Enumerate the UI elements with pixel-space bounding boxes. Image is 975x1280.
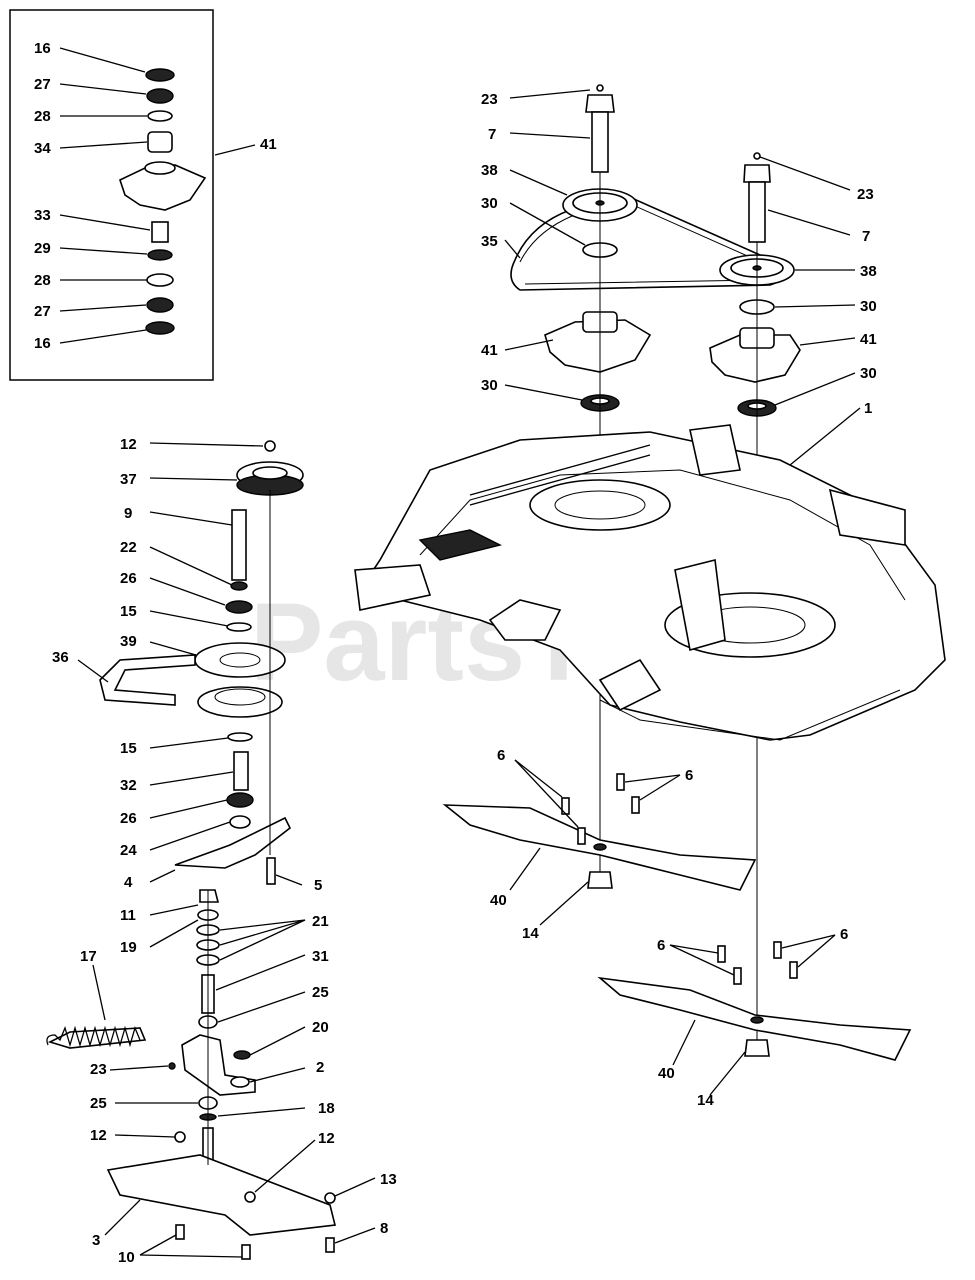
callout-16: 16	[34, 335, 51, 352]
callout-38: 38	[481, 162, 498, 179]
callout-30: 30	[860, 298, 877, 315]
callout-39: 39	[120, 633, 137, 650]
callout-32: 32	[120, 777, 137, 794]
inset-labels: 16 27 28 34 33 29 28 27 16 41	[34, 40, 277, 352]
callout-10: 10	[118, 1249, 135, 1266]
callout-12: 12	[120, 436, 137, 453]
callout-19: 19	[120, 939, 137, 956]
callout-6: 6	[497, 747, 505, 764]
callout-30: 30	[860, 365, 877, 382]
callout-24: 24	[120, 842, 137, 859]
callout-27: 27	[34, 303, 51, 320]
callout-29: 29	[34, 240, 51, 257]
right-leaders	[504, 89, 861, 466]
callout-23: 23	[90, 1061, 107, 1078]
callout-28: 28	[34, 272, 51, 289]
blade-lower	[597, 941, 912, 1061]
callout-12: 12	[318, 1130, 335, 1147]
callout-2: 2	[316, 1059, 324, 1076]
blade-leaders	[509, 759, 836, 1096]
callout-26: 26	[120, 810, 137, 827]
mower-deck	[354, 424, 946, 741]
callout-40: 40	[490, 892, 507, 909]
callout-23: 23	[481, 91, 498, 108]
callout-3: 3	[92, 1232, 100, 1249]
inset-spindle-parts	[119, 68, 207, 335]
callout-22: 22	[120, 539, 137, 556]
callout-30: 30	[481, 377, 498, 394]
callout-7: 7	[488, 126, 496, 143]
callout-38: 38	[860, 263, 877, 280]
callout-17: 17	[80, 948, 97, 965]
callout-15: 15	[120, 740, 137, 757]
callout-12: 12	[90, 1127, 107, 1144]
inset-frame	[9, 9, 214, 381]
callout-6: 6	[685, 767, 693, 784]
callout-30: 30	[481, 195, 498, 212]
callout-7: 7	[862, 228, 870, 245]
callout-31: 31	[312, 948, 329, 965]
left-leaders	[77, 442, 376, 1258]
callout-16: 16	[34, 40, 51, 57]
callout-14: 14	[697, 1092, 714, 1109]
blade-upper	[442, 773, 757, 891]
callout-14: 14	[522, 925, 539, 942]
callout-5: 5	[314, 877, 322, 894]
callout-41: 41	[260, 136, 277, 153]
callout-11: 11	[120, 907, 136, 924]
callout-1: 1	[864, 400, 872, 417]
callout-25: 25	[90, 1095, 107, 1112]
callout-8: 8	[380, 1220, 388, 1237]
callout-6: 6	[657, 937, 665, 954]
callout-6: 6	[840, 926, 848, 943]
callout-37: 37	[120, 471, 137, 488]
callout-28: 28	[34, 108, 51, 125]
callout-40: 40	[658, 1065, 675, 1082]
callout-25: 25	[312, 984, 329, 1001]
callout-33: 33	[34, 207, 51, 224]
callout-21: 21	[312, 913, 329, 930]
callout-36: 36	[52, 649, 69, 666]
callout-labels: 23 7 38 30 35 41 30 23 7 38 30 41 30 1 1…	[52, 91, 877, 1266]
callout-26: 26	[120, 570, 137, 587]
callout-34: 34	[34, 140, 51, 157]
callout-35: 35	[481, 233, 498, 250]
callout-41: 41	[860, 331, 877, 348]
callout-20: 20	[312, 1019, 329, 1036]
callout-27: 27	[34, 76, 51, 93]
right-spindle-assembly	[510, 84, 801, 1050]
callout-15: 15	[120, 603, 137, 620]
callout-9: 9	[124, 505, 132, 522]
idler-assembly	[47, 440, 336, 1260]
spring	[46, 1025, 141, 1048]
callout-41: 41	[481, 342, 498, 359]
callout-23: 23	[857, 186, 874, 203]
callout-13: 13	[380, 1171, 397, 1188]
inset-leaders	[59, 47, 256, 344]
callout-18: 18	[318, 1100, 335, 1117]
callout-4: 4	[124, 874, 133, 891]
